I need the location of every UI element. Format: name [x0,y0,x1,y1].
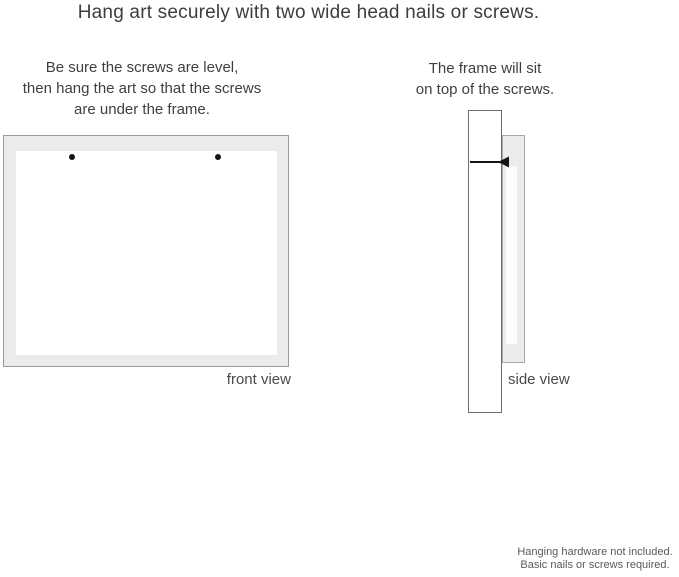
side-view-label: side view [508,371,570,388]
side-view-instruction: The frame will sit on top of the screws. [385,58,585,100]
nail-head-dot-left-icon [69,154,75,160]
side-instruction-line-2: on top of the screws. [415,81,555,98]
front-instruction-line-2: then hang the art so that the screws [22,80,262,97]
front-view-instruction: Be sure the screws are level, then hang … [22,57,262,120]
hardware-note: Hanging hardware not included. Basic nai… [515,546,675,572]
hardware-note-line-2: Basic nails or screws required. [520,559,670,571]
front-view-label: front view [226,371,291,388]
frame-side-art-recess [506,166,517,344]
nail-head-dot-right-icon [215,154,221,160]
wall-side-profile [468,110,502,413]
front-instruction-line-3: are under the frame. [74,101,210,118]
front-instruction-line-1: Be sure the screws are level, [45,59,239,76]
frame-front-mat [16,151,277,355]
nail-side-icon [470,156,509,168]
hardware-note-line-1: Hanging hardware not included. [517,546,673,558]
page-title: Hang art securely with two wide head nai… [77,2,540,23]
frame-side-profile [502,135,525,363]
side-instruction-line-1: The frame will sit [428,60,542,77]
frame-front-moulding [3,135,289,367]
